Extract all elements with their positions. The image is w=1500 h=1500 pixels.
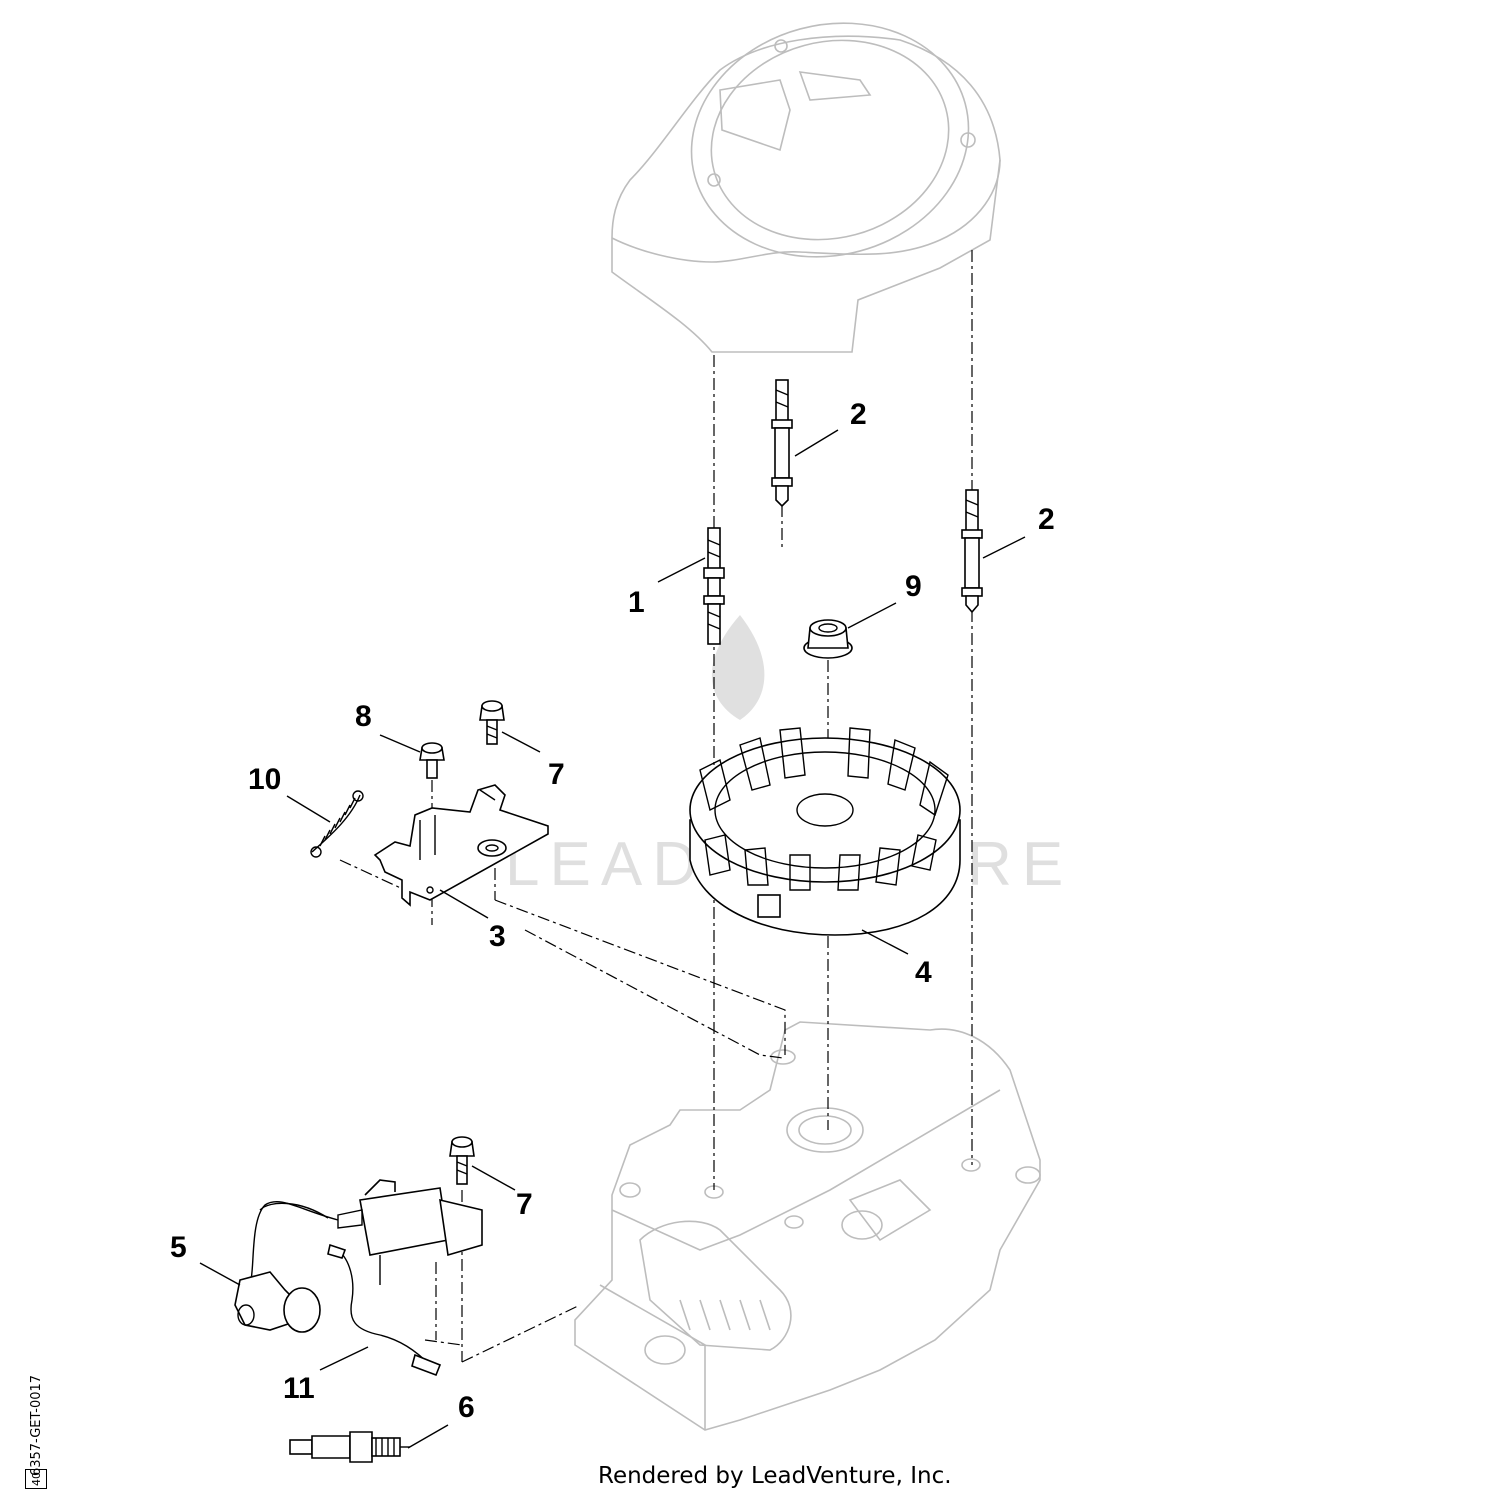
callout-2-upper: 2 [850,398,867,431]
engine-block [574,1021,1041,1431]
part-5-ignition-coil [234,1179,483,1333]
callout-8: 8 [355,700,372,733]
callout-7-upper: 7 [548,758,565,791]
callout-9: 9 [905,570,922,603]
callout-6: 6 [458,1391,475,1424]
leader-lines [199,429,1026,1449]
part-4-flywheel [689,727,961,936]
part-8-screw [419,742,445,779]
callout-3: 3 [489,920,506,953]
footer-credit: Rendered by LeadVenture, Inc. [598,1463,952,1489]
part-6-spark-plug [289,1431,410,1463]
page-number: 40 [25,1469,47,1489]
callout-11: 11 [283,1372,315,1405]
part-2-stud-upper [771,379,793,508]
callout-4: 4 [915,956,932,989]
part-3-bracket [373,784,549,907]
part-10-spring [310,790,364,858]
part-7-screw-lower [449,1136,475,1185]
blower-housing [611,22,1001,353]
callout-2-right: 2 [1038,503,1055,536]
part-9-flywheel-nut [803,619,853,659]
diagram-code: 6357-GET-0017 [29,1374,45,1477]
callout-7-lower: 7 [516,1188,533,1221]
part-11-ground-wire [327,1243,442,1377]
part-2-stud-right [961,489,983,614]
callout-1: 1 [628,586,645,619]
part-7-screw-upper [479,700,505,745]
part-1-stud [703,527,725,645]
callout-5: 5 [170,1231,187,1264]
callout-10: 10 [248,763,282,796]
